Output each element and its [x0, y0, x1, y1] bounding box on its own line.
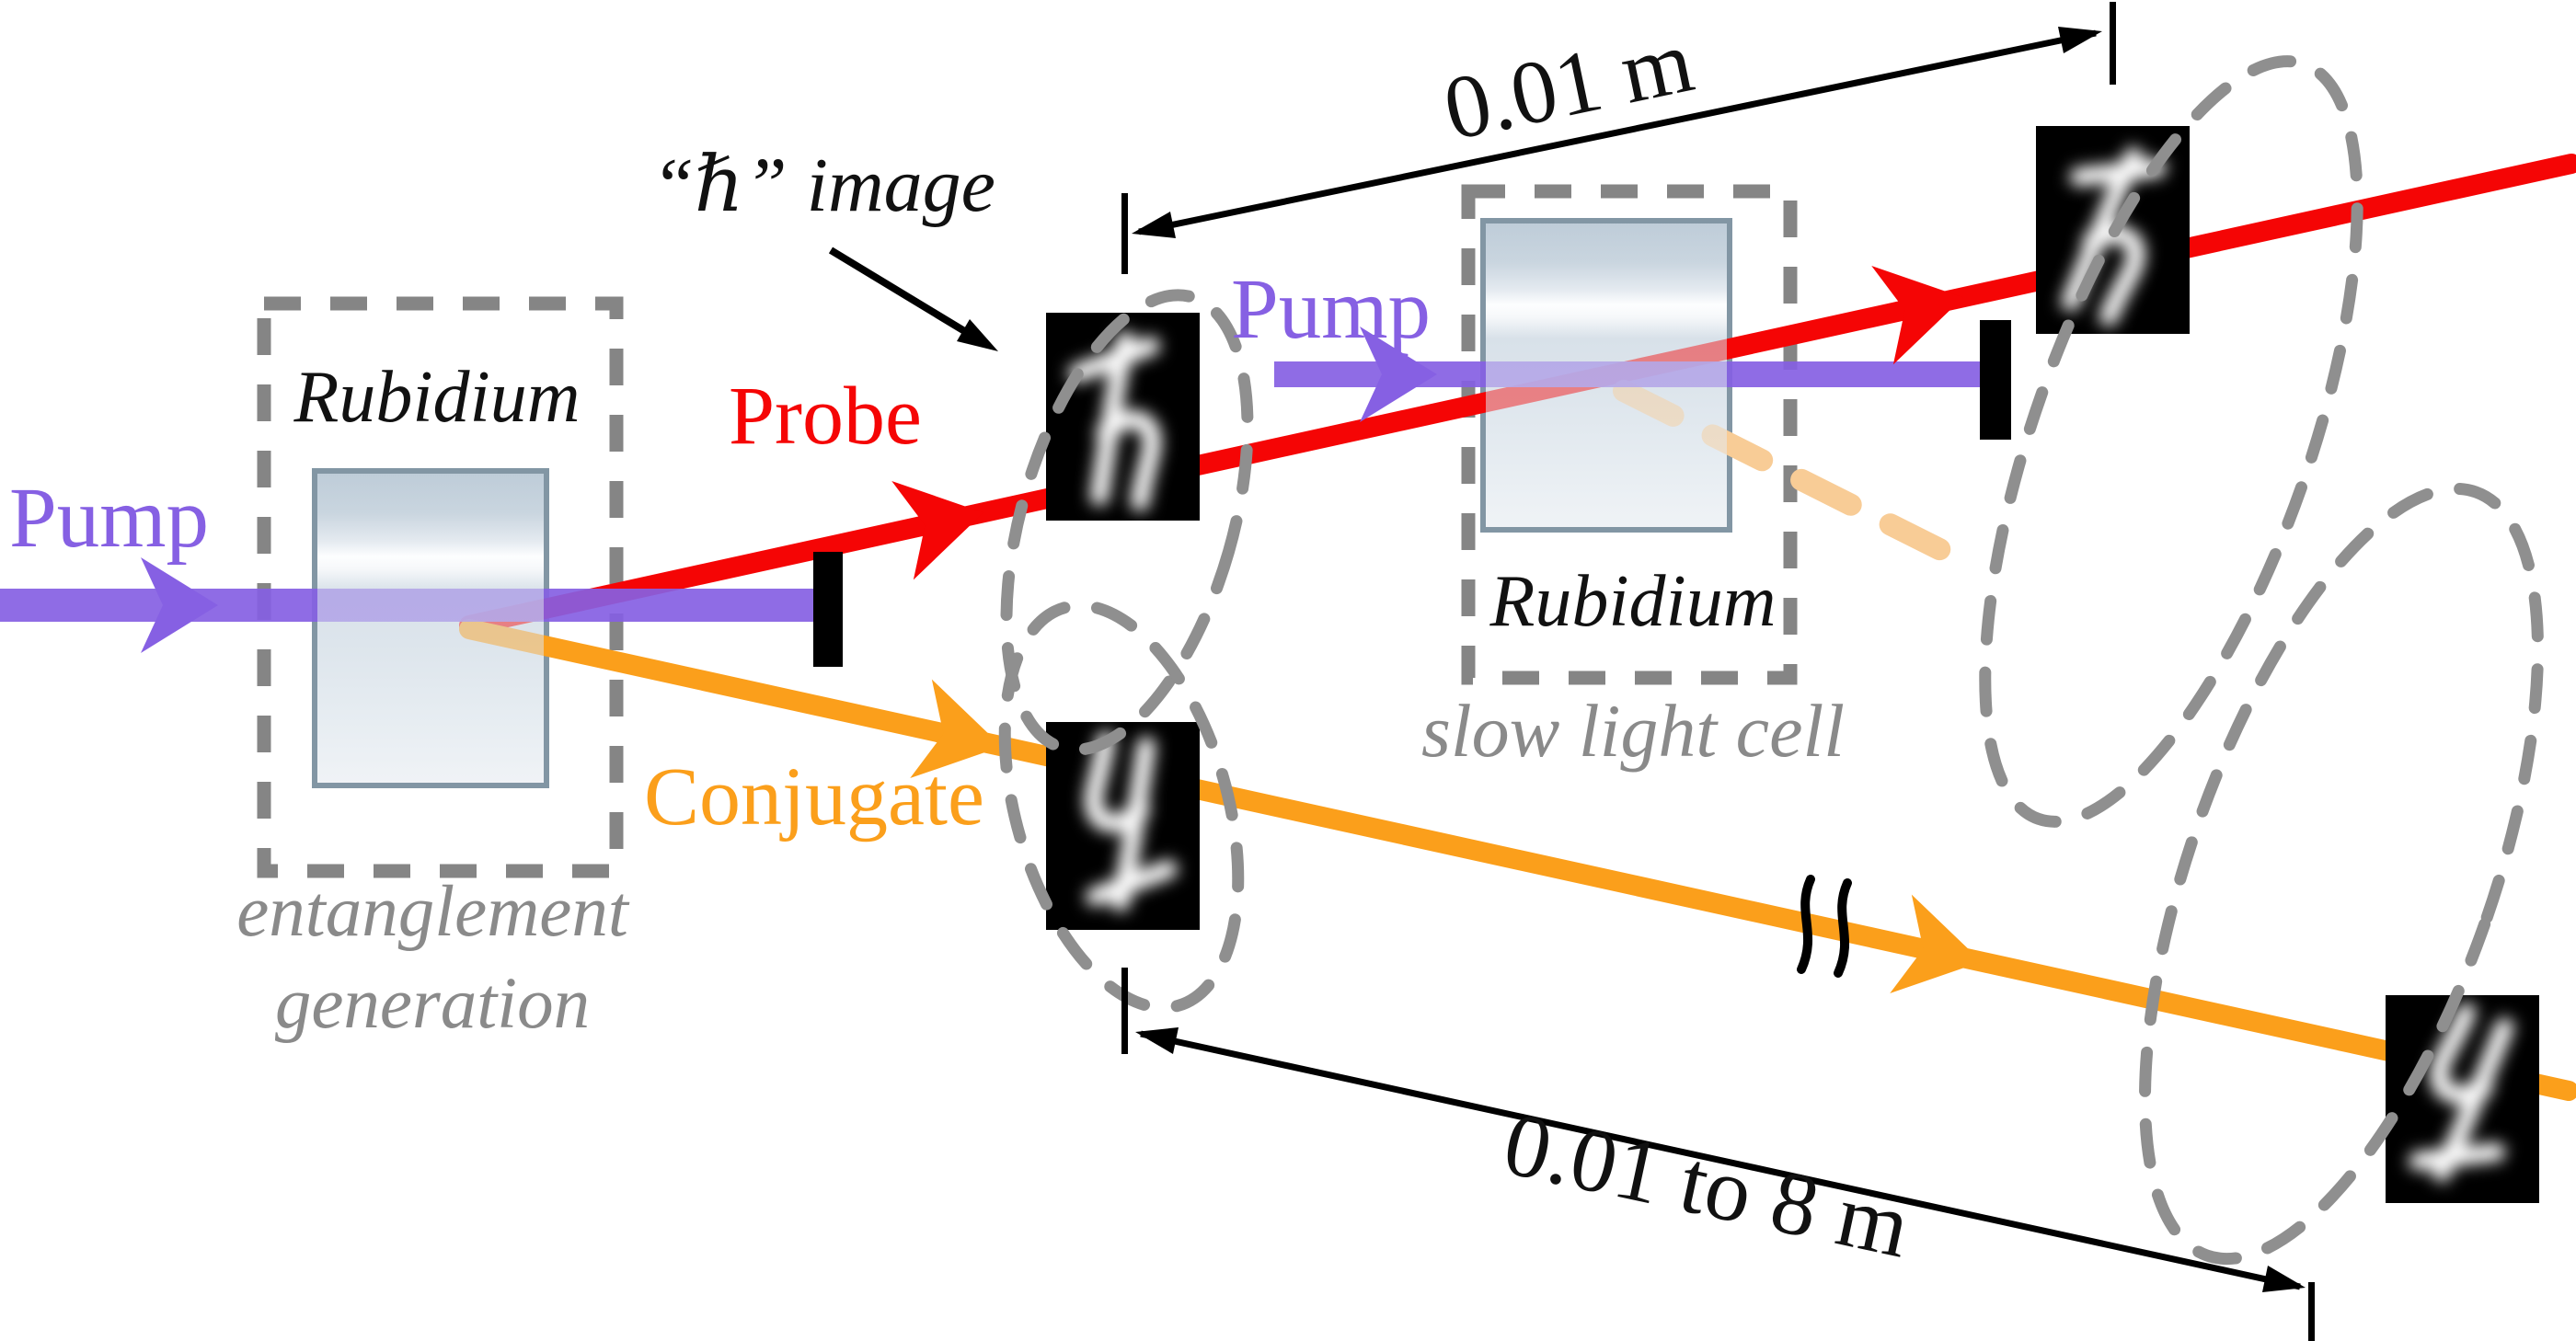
probe-label: Probe	[729, 371, 922, 462]
cell-glass-overlay	[1486, 224, 1727, 527]
tick-mark-icon	[2110, 2, 2116, 85]
pump-left-label: Pump	[9, 471, 210, 566]
beam-stop-right	[1980, 320, 2011, 440]
entanglement-caption-line2: generation	[274, 963, 591, 1044]
entangled-ellipse-near-probe	[1000, 289, 1254, 756]
pointer-arrow-icon	[957, 319, 998, 351]
tick-mark-icon	[1121, 193, 1128, 274]
entangled-ellipse-far-probe	[1979, 55, 2363, 828]
beam-arrowhead-icon	[1890, 894, 1982, 994]
tick-marks	[1121, 2, 2315, 1341]
hbar-image-label: “ℏ” image	[651, 143, 995, 228]
hbar-label-pointer	[828, 246, 998, 351]
hbar-image-tile-conjugate-far	[2386, 995, 2539, 1203]
distance-arrow-top	[1132, 27, 2102, 238]
beam-arrowhead-icon	[891, 480, 983, 580]
distance-arrow-bottom	[1135, 1027, 2306, 1292]
tick-mark-icon	[2308, 1282, 2315, 1341]
slow-light-cell-caption: slow light cell	[1420, 689, 1846, 773]
cell-glass-overlay	[317, 474, 544, 783]
rubidium-right-label: Rubidium	[1489, 561, 1777, 642]
beam-arrowhead-icon	[1871, 265, 1963, 365]
beam-arrowhead-icon	[910, 679, 1002, 779]
slow-light-box	[1461, 184, 1798, 685]
hbar-image-tile-conjugate-near	[1046, 722, 1200, 930]
beam-arrowhead-icon	[1360, 327, 1437, 422]
conjugate-beam	[459, 619, 2576, 1101]
measurement-arrow-icon	[1135, 1027, 1179, 1054]
rubidium-left-label: Rubidium	[293, 357, 581, 438]
entanglement-caption-line1: entanglement	[236, 872, 628, 952]
entangled-pair-ellipses	[998, 55, 2544, 1266]
beam-stop-left	[813, 552, 843, 667]
measurement-arrow-icon	[2058, 27, 2102, 53]
entangled-ellipse-near-conjugate	[998, 599, 1245, 1014]
tick-mark-icon	[1121, 968, 1128, 1054]
entanglement-box	[257, 296, 624, 878]
entangled-ellipse-far-conjugate	[2139, 482, 2544, 1266]
hbar-image-tile-probe-near	[1046, 313, 1200, 521]
beam-arrowhead-icon	[141, 557, 218, 653]
pump-right-label: Pump	[1231, 262, 1432, 357]
conjugate-label: Conjugate	[644, 751, 984, 842]
measurement-arrow-icon	[2262, 1266, 2306, 1292]
entanglement-generation-caption: entanglement generation	[152, 866, 713, 1049]
beam-break-icon	[1797, 875, 1852, 978]
measurement-arrow-icon	[1132, 212, 1176, 238]
